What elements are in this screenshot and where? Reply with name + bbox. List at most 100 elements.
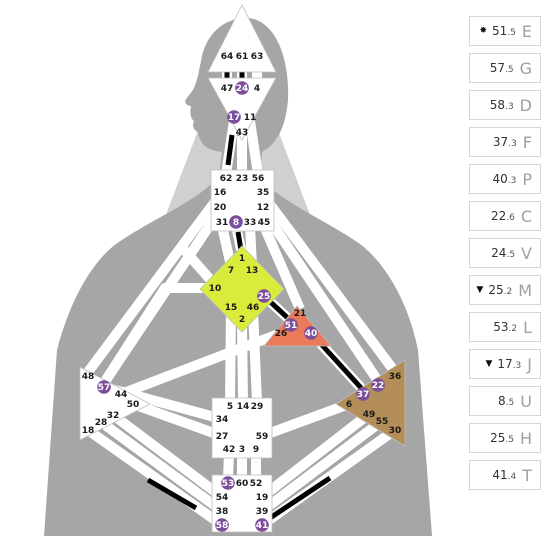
gate: 48	[82, 372, 95, 382]
channel-2-14	[237, 321, 248, 403]
ajna-center	[207, 77, 277, 141]
gate-active: 41	[255, 518, 269, 532]
gate-number: 36	[389, 372, 402, 382]
gate-active: 57	[97, 380, 111, 394]
gate-number: 22	[372, 381, 385, 391]
planet-line-value: .5	[505, 435, 514, 445]
gate-number: 6	[346, 400, 352, 410]
planet-gate-value: 22	[490, 209, 507, 223]
gate-number: 54	[216, 493, 229, 503]
gate: 23	[236, 174, 249, 184]
planet-gate-value: 8	[498, 394, 506, 408]
g-center	[199, 245, 285, 333]
gate: 56	[252, 174, 265, 184]
gate-active: 25	[257, 289, 271, 303]
centers	[79, 4, 406, 533]
planet-gate-value: 57	[489, 61, 505, 75]
gate: 38	[216, 507, 229, 517]
channel-54-32	[109, 411, 226, 501]
planet-key: V	[521, 243, 532, 263]
gate: 10	[209, 284, 222, 294]
gate-number: 8	[233, 218, 239, 228]
gate-active: 53	[221, 476, 235, 490]
active-gate-marker	[255, 518, 269, 532]
gate: 50	[127, 400, 140, 410]
gate: 59	[256, 432, 269, 442]
planet-line-value: .3	[507, 176, 517, 186]
planet-key: E	[521, 21, 532, 41]
gate-number: 24	[236, 84, 249, 94]
gate: 54	[216, 493, 229, 503]
planet-gate-value: 41	[492, 468, 508, 482]
gate-number: 35	[257, 188, 270, 198]
gate-number: 4	[254, 84, 260, 94]
active-gate-marker	[97, 380, 111, 394]
gate-number: 57	[98, 383, 111, 393]
gate-number: 39	[256, 507, 269, 517]
gate-number: 13	[246, 266, 259, 276]
planet-gate-value: 17	[497, 357, 513, 371]
planet-key: H	[519, 428, 532, 448]
gate: 29	[251, 402, 264, 412]
gate-number: 47	[221, 84, 234, 94]
down-triangle-icon: ▼	[476, 285, 484, 295]
gate-number: 19	[256, 493, 269, 503]
active-gate-marker	[235, 81, 249, 95]
gate-active: 40	[304, 326, 318, 340]
planet-gate-value: 24	[491, 246, 507, 260]
gate-number: 10	[209, 284, 222, 294]
gate-number: 63	[251, 52, 264, 62]
gate: 4	[254, 84, 260, 94]
gate: 39	[256, 507, 269, 517]
gate: 46	[247, 303, 260, 313]
planet-key: T	[522, 465, 532, 485]
channel-35-36	[258, 192, 400, 375]
gate-number: 3	[239, 445, 245, 455]
gate: 44	[115, 390, 128, 400]
gate: 14	[237, 402, 250, 412]
gate-number: 38	[216, 507, 229, 517]
gate: 49	[363, 410, 376, 420]
gate: 33	[244, 218, 257, 228]
gate-number: 12	[257, 203, 270, 213]
gate-number: 60	[236, 479, 249, 489]
channel-38-28	[98, 417, 225, 516]
channel-45-21	[259, 224, 305, 311]
channel-15-5	[225, 309, 236, 403]
gate-number: 59	[256, 432, 269, 442]
gate: 6	[346, 400, 352, 410]
gate: 36	[389, 372, 402, 382]
throat-center	[210, 169, 275, 232]
gate-number: 52	[250, 479, 263, 489]
gate: 26	[275, 329, 288, 339]
planet-line-value: .4	[507, 472, 517, 482]
planet-line-value: .3	[508, 139, 517, 149]
gate-number: 16	[214, 188, 227, 198]
planet-line-value: .5	[505, 65, 514, 75]
gate-number: 17	[228, 113, 241, 123]
gate-number: 40	[305, 329, 318, 339]
gate-number: 62	[220, 174, 233, 184]
planet-gate-value: 58	[489, 98, 506, 112]
gate-active: 22	[371, 378, 385, 392]
gate-active: 24	[235, 81, 249, 95]
gate: 7	[228, 266, 234, 276]
gate-number: 28	[95, 418, 108, 428]
gate: 64	[221, 52, 234, 62]
solar-plexus-center	[335, 359, 406, 447]
planet-gate-value: 25	[488, 283, 504, 297]
gate: 32	[107, 411, 120, 421]
gate: 61	[236, 52, 249, 62]
gate: 62	[220, 174, 233, 184]
active-gate-marker	[304, 326, 318, 340]
gate-number: 42	[223, 445, 236, 455]
gate: 3	[239, 445, 245, 455]
planet-key: P	[522, 169, 532, 189]
planet-gate-value: 53	[493, 320, 509, 334]
